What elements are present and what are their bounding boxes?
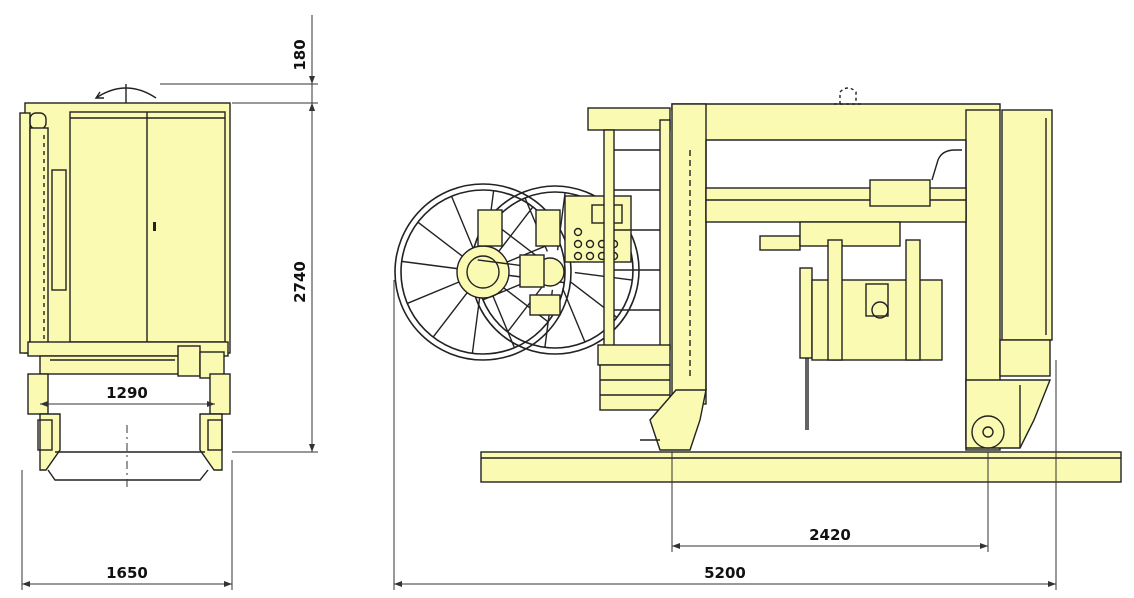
dim-label-5200: 5200 bbox=[704, 564, 746, 582]
reel-spoke bbox=[492, 295, 516, 348]
dim-5200: 5200 bbox=[394, 564, 1056, 587]
reel-spoke bbox=[450, 196, 474, 249]
reel-spoke bbox=[503, 287, 549, 323]
front-view bbox=[19, 83, 318, 590]
reel-spoke bbox=[417, 221, 463, 257]
dim-label-180: 180 bbox=[291, 39, 309, 70]
reel-spoke bbox=[562, 288, 586, 343]
reel-spoke bbox=[498, 206, 534, 252]
lifting-eye bbox=[834, 87, 862, 105]
side-view bbox=[393, 87, 1122, 590]
reel-spoke bbox=[401, 260, 458, 270]
dim-1650: 1650 bbox=[22, 564, 232, 587]
crossbeam bbox=[705, 149, 967, 223]
ladder bbox=[587, 107, 671, 411]
rail bbox=[480, 451, 1122, 483]
reel-spoke bbox=[507, 285, 544, 333]
dim-2740: 2740 bbox=[291, 103, 315, 452]
portal-frame bbox=[671, 103, 1001, 451]
dim-1290: 1290 bbox=[40, 384, 215, 407]
reel-spoke bbox=[471, 297, 481, 354]
dim-2420: 2420 bbox=[672, 526, 988, 549]
lifting-hook bbox=[94, 84, 157, 104]
reel-spoke bbox=[432, 292, 468, 338]
dim-label-2740: 2740 bbox=[291, 261, 309, 303]
cable-reel-front bbox=[394, 183, 572, 361]
control-panel bbox=[564, 195, 632, 263]
dim-180: 180 bbox=[291, 15, 315, 111]
saw-head bbox=[759, 221, 943, 430]
reel-spoke bbox=[407, 281, 460, 305]
dim-label-2420: 2420 bbox=[809, 526, 851, 544]
rail-wheels bbox=[640, 389, 1005, 451]
dim-label-1650: 1650 bbox=[106, 564, 148, 582]
dim-label-1290: 1290 bbox=[106, 384, 148, 402]
